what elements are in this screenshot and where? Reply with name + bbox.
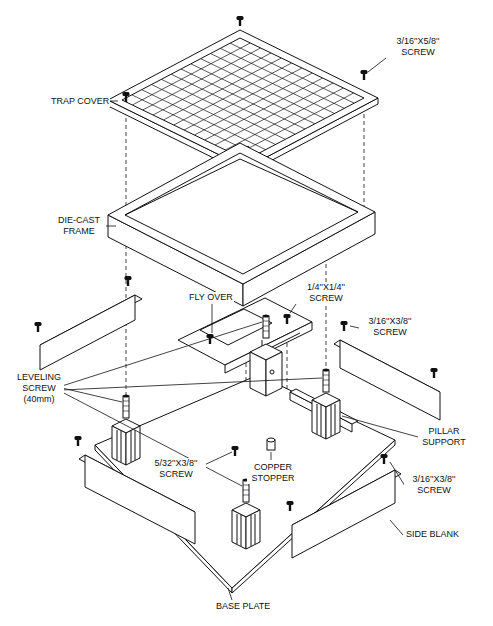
part-label: 3/16''X3/8'' SCREW	[360, 316, 420, 338]
pillar-support	[112, 419, 140, 465]
part-label: SIDE BLANK	[405, 529, 460, 540]
grid-line	[201, 59, 325, 119]
pillar-support	[312, 393, 340, 439]
grid-line	[230, 43, 354, 103]
grid-line	[211, 54, 335, 114]
screw	[361, 70, 368, 80]
side-blank	[40, 295, 440, 558]
screw	[35, 322, 42, 332]
screw	[232, 446, 239, 456]
part-label: 5/32''X3/8'' SCREW	[146, 458, 206, 480]
screw	[287, 501, 294, 511]
part-label: 1/4''X1/4'' SCREW	[296, 282, 356, 304]
part-label: DIE-CAST FRAME	[52, 215, 106, 237]
screw	[125, 276, 132, 286]
grid-line	[225, 88, 343, 150]
screw	[284, 314, 291, 324]
part-label: LEVELING SCREW (40mm)	[14, 372, 64, 405]
screw	[431, 368, 438, 378]
screw	[381, 454, 388, 464]
screw	[237, 16, 244, 26]
screw	[75, 436, 82, 446]
grid-line	[220, 48, 344, 108]
part-label: 3/16''X3/8'' SCREW	[404, 474, 464, 496]
pillar-support	[232, 503, 260, 549]
leveling-screw	[123, 395, 129, 419]
grid-line	[236, 93, 354, 155]
part-label: 3/16''X5/8'' SCREW	[388, 36, 448, 58]
die-cast-frame	[108, 143, 375, 306]
part-label: BASE PLATE	[215, 601, 271, 612]
screw	[123, 92, 130, 102]
leveling-screw	[323, 369, 329, 393]
screw	[341, 321, 348, 331]
part-label: TRAP COVER	[50, 96, 110, 107]
copper-stopper	[267, 438, 275, 450]
part-label: PILLAR SUPPORT	[418, 426, 470, 448]
part-label: COPPER STOPPER	[247, 462, 299, 484]
fly-over	[178, 298, 312, 373]
part-label: FLY OVER	[188, 292, 234, 303]
leveling-screw	[263, 315, 269, 339]
grid-line	[215, 83, 333, 145]
